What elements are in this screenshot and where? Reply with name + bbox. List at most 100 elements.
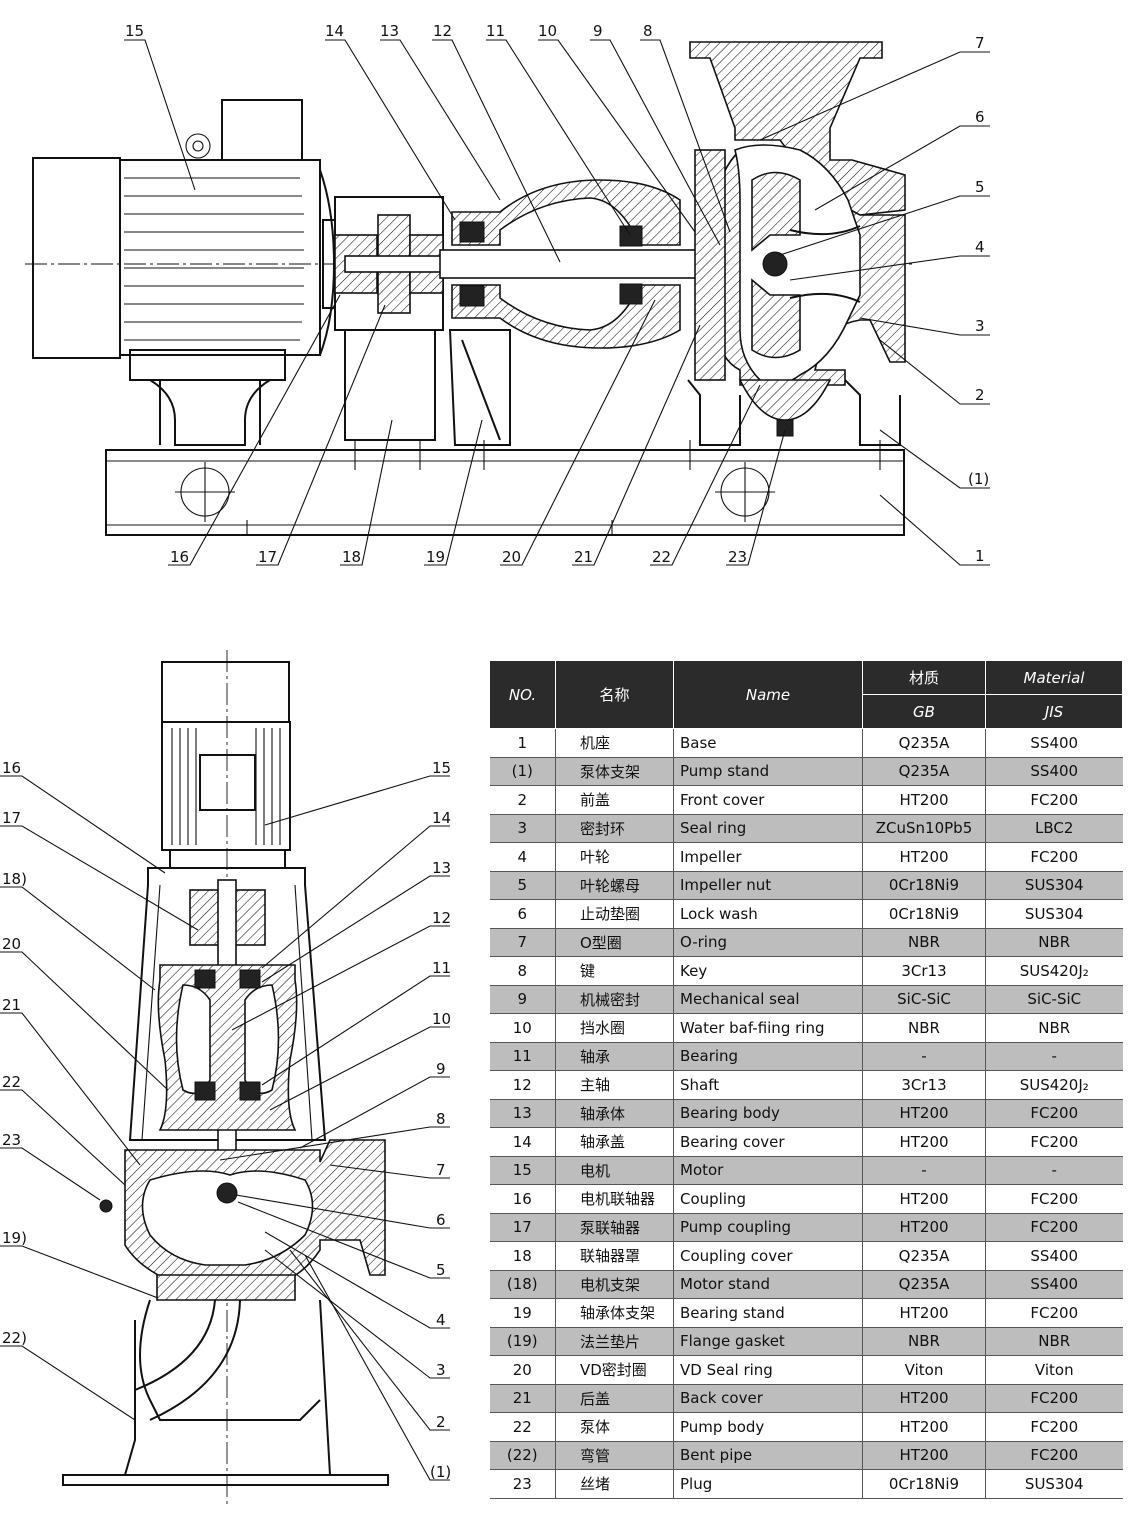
row-name-en: Front cover (673, 785, 863, 815)
row-material-gb: 0Cr18Ni9 (862, 1469, 986, 1499)
row-name-en: Bearing (673, 1042, 863, 1071)
row-material-jis: FC200 (985, 1384, 1123, 1413)
row-material-gb: SiC-SiC (862, 985, 986, 1014)
row-no: 19 (489, 1298, 556, 1328)
row-material-jis: FC200 (985, 1441, 1123, 1470)
row-name-cn: 联轴器罩 (555, 1241, 674, 1271)
row-no: 10 (489, 1013, 556, 1043)
row-no: 13 (489, 1099, 556, 1128)
row-no: (19) (489, 1327, 556, 1356)
vlabel-10: 10 (432, 1010, 451, 1028)
row-material-jis: Viton (985, 1355, 1123, 1385)
vertical-leaders (0, 775, 450, 1481)
row-material-gb: HT200 (862, 842, 986, 872)
row-name-cn: 轴承盖 (555, 1127, 674, 1157)
label-4: 4 (975, 238, 985, 256)
row-no: 5 (489, 871, 556, 900)
row-material-gb: HT200 (862, 1099, 986, 1128)
row-material-gb: HT200 (862, 1127, 986, 1157)
pump-casing (687, 41, 906, 446)
label-17: 17 (258, 548, 277, 566)
row-name-en: Flange gasket (673, 1327, 863, 1356)
label-7: 7 (975, 34, 985, 52)
row-name-en: Motor stand (673, 1270, 863, 1299)
row-name-en: Coupling (673, 1184, 863, 1214)
row-name-en: O-ring (673, 928, 863, 957)
row-no: 8 (489, 956, 556, 986)
label-19: 19 (426, 548, 445, 566)
row-material-gb: Q235A (862, 1241, 986, 1271)
row-material-jis: SUS304 (985, 871, 1123, 900)
row-no: 16 (489, 1184, 556, 1214)
row-material-jis: FC200 (985, 1099, 1123, 1128)
row-material-gb: Q235A (862, 1270, 986, 1299)
row-name-en: Water baf-fiing ring (673, 1013, 863, 1043)
row-name-en: Mechanical seal (673, 985, 863, 1014)
row-name-en: Pump body (673, 1412, 863, 1442)
label-8: 8 (643, 22, 653, 40)
row-material-jis: SiC-SiC (985, 985, 1123, 1014)
row-material-jis: SUS420J₂ (985, 1070, 1123, 1100)
row-material-gb: NBR (862, 1013, 986, 1043)
row-name-cn: 电机联轴器 (555, 1184, 674, 1214)
row-name-cn: 键 (555, 956, 674, 986)
row-name-cn: 止动垫圈 (555, 899, 674, 929)
row-name-cn: 叶轮 (555, 842, 674, 872)
row-material-gb: 0Cr18Ni9 (862, 899, 986, 929)
row-no: (1) (489, 757, 556, 786)
vlabel-13: 13 (432, 859, 451, 877)
row-no: 3 (489, 814, 556, 843)
row-name-cn: 轴承体 (555, 1099, 674, 1128)
header-material-cn: 材质 (862, 660, 986, 695)
shaft (439, 249, 726, 279)
row-name-cn: 机械密封 (555, 985, 674, 1014)
label-16: 16 (170, 548, 189, 566)
row-no: 15 (489, 1156, 556, 1185)
row-name-en: Plug (673, 1469, 863, 1499)
vlabel-21: 21 (2, 996, 21, 1014)
vlabel-(1): (1) (430, 1463, 451, 1481)
row-name-en: Impeller (673, 842, 863, 872)
header-no: NO. (489, 660, 556, 729)
row-no: 23 (489, 1469, 556, 1499)
label-18: 18 (342, 548, 361, 566)
vlabel-7: 7 (436, 1161, 446, 1179)
header-name-cn: 名称 (555, 660, 674, 729)
row-material-jis: SUS420J₂ (985, 956, 1123, 986)
row-material-jis: SS400 (985, 1270, 1123, 1299)
row-name-cn: 后盖 (555, 1384, 674, 1413)
vlabel-14: 14 (432, 809, 451, 827)
row-material-gb: - (862, 1042, 986, 1071)
row-name-en: Bent pipe (673, 1441, 863, 1470)
row-material-jis: FC200 (985, 1127, 1123, 1157)
vlabel-18: 18) (2, 870, 27, 888)
row-name-en: Bearing body (673, 1099, 863, 1128)
row-material-jis: SS400 (985, 728, 1123, 758)
row-no: 21 (489, 1384, 556, 1413)
header-name-en: Name (673, 660, 863, 729)
row-no: (18) (489, 1270, 556, 1299)
row-material-jis: FC200 (985, 1412, 1123, 1442)
row-name-en: Bearing cover (673, 1127, 863, 1157)
row-no: 14 (489, 1127, 556, 1157)
row-no: 2 (489, 785, 556, 815)
top-leaders (124, 39, 990, 566)
row-name-cn: 轴承体支架 (555, 1298, 674, 1328)
header-material-en: Material (985, 660, 1123, 695)
vlabel-20: 20 (2, 935, 21, 953)
label-21: 21 (574, 548, 593, 566)
row-no: 12 (489, 1070, 556, 1100)
label-6: 6 (975, 108, 985, 126)
row-name-cn: 电机 (555, 1156, 674, 1185)
